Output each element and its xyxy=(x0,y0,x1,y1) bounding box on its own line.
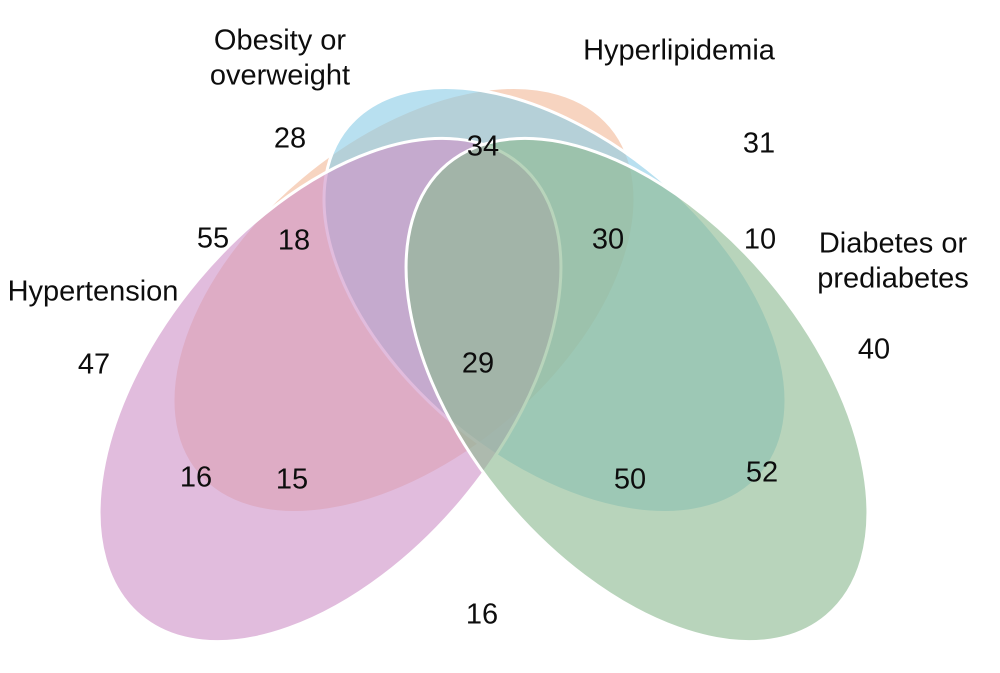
set-label-obesity-line2: overweight xyxy=(210,60,350,92)
region-count-hypertension-hyperlipidemia: 16 xyxy=(180,462,212,494)
region-count-diabetes-only: 40 xyxy=(858,334,890,366)
region-count-hypertension-only: 47 xyxy=(78,349,110,381)
region-count-hypertension-hyperlipidemia-obesity-lower: 15 xyxy=(276,464,308,496)
region-count-obesity-diabetes: 52 xyxy=(746,457,778,489)
region-count-obesity-hyperlipidemia: 34 xyxy=(467,131,499,163)
region-count-hyperlipidemia-only: 31 xyxy=(743,128,775,160)
set-label-hyperlipidemia: Hyperlipidemia xyxy=(583,35,776,67)
set-label-obesity-line1: Obesity or xyxy=(214,25,346,57)
set-label-hypertension: Hypertension xyxy=(8,276,179,308)
ellipse-diabetes[interactable] xyxy=(316,53,959,673)
venn-set-labels: Obesity or overweight Hyperlipidemia Hyp… xyxy=(8,25,969,308)
set-label-diabetes-line2: prediabetes xyxy=(817,263,969,295)
region-count-hypertension-obesity-diabetes: 50 xyxy=(614,464,646,496)
venn-region-counts: 28 34 31 55 18 30 10 47 29 40 16 15 50 52 16 xyxy=(78,123,890,631)
region-count-all-four: 29 xyxy=(462,348,494,380)
region-count-obesity-hypertension: 55 xyxy=(197,223,229,255)
region-count-obesity-hypertension-hyperlipidemia: 18 xyxy=(278,225,310,257)
region-count-obesity-hyperlipidemia-diabetes: 30 xyxy=(592,224,624,256)
region-count-hypertension-diabetes: 16 xyxy=(466,599,498,631)
region-count-obesity-only: 28 xyxy=(274,123,306,155)
region-count-hyperlipidemia-diabetes: 10 xyxy=(744,224,776,256)
set-label-diabetes-line1: Diabetes or xyxy=(819,228,968,260)
venn-ellipse-group xyxy=(97,53,959,673)
